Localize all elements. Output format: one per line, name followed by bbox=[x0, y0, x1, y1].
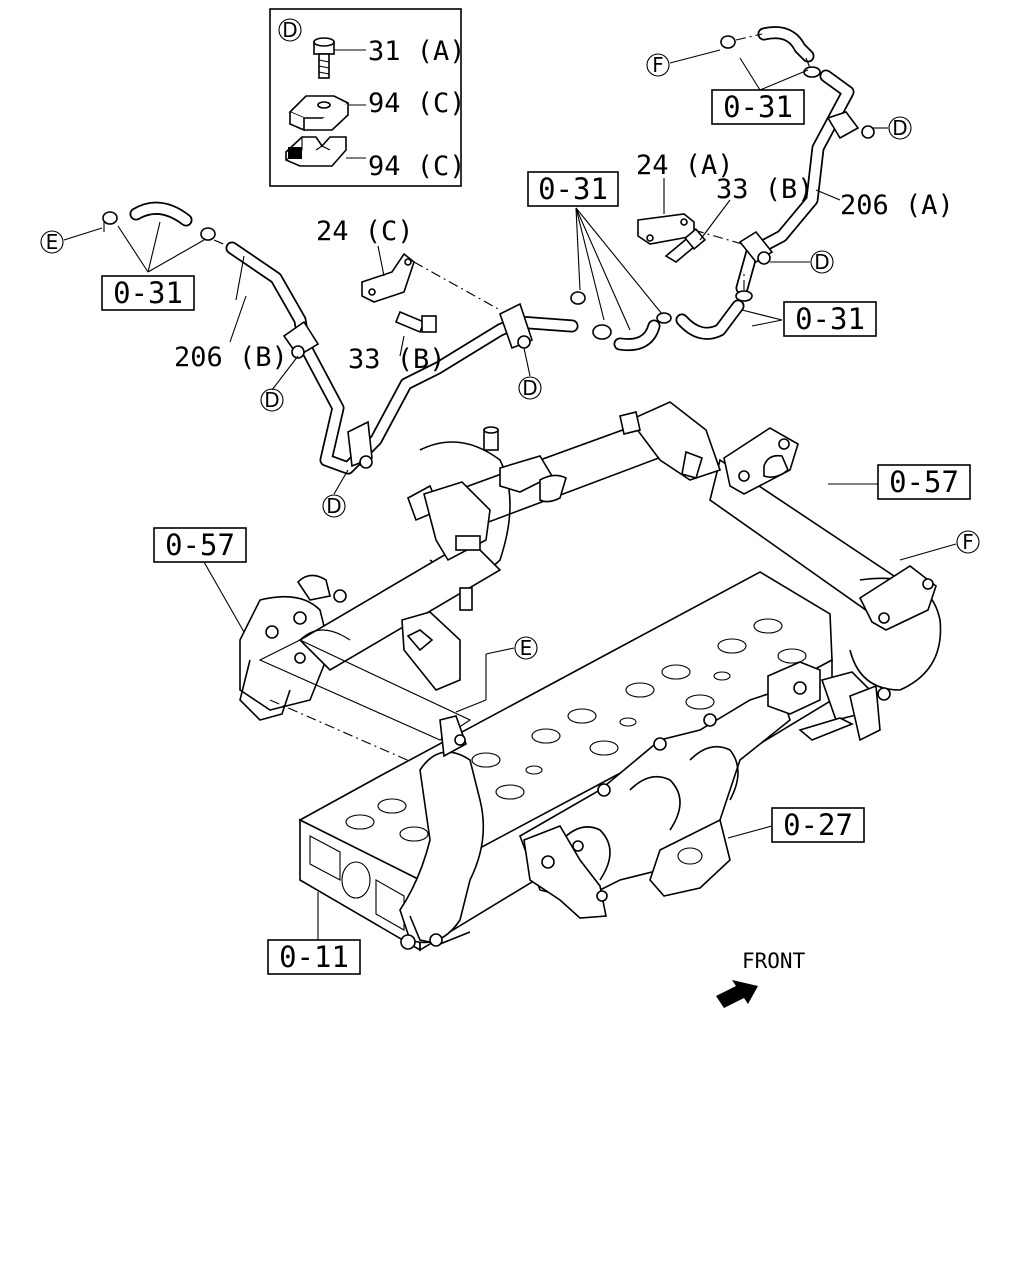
bolt-33b-right-icon bbox=[664, 228, 706, 263]
ref-0-31-right: 0-31 bbox=[795, 302, 865, 336]
inset-item-31a: 31 (A) bbox=[368, 36, 466, 67]
clamp-94c-upper-icon bbox=[288, 95, 350, 132]
egr-cooler-assembly bbox=[239, 401, 942, 771]
ref-0-57-left: 0-57 bbox=[165, 528, 235, 562]
exhaust-side-parts bbox=[767, 661, 891, 742]
detail-inset: D 31 (A) 94 (C) 94 (C) bbox=[269, 8, 466, 187]
inset-circle-label: D bbox=[282, 18, 297, 42]
intake-manifold bbox=[519, 688, 791, 919]
label-33b-right: 33 (B) bbox=[716, 174, 814, 205]
ref-0-31-center: 0-31 bbox=[538, 172, 608, 206]
ref-0-57-right: 0-57 bbox=[889, 465, 959, 499]
front-arrow-icon bbox=[716, 980, 758, 1008]
circle-e-left: E bbox=[46, 230, 59, 254]
ref-0-27: 0-27 bbox=[783, 808, 853, 842]
ref-0-11: 0-11 bbox=[279, 940, 349, 974]
circle-d-bottom: D bbox=[326, 494, 341, 518]
clamp-94c-lower-icon bbox=[285, 136, 347, 167]
inset-item-94c-upper: 94 (C) bbox=[368, 88, 466, 119]
hose-lower-right bbox=[675, 270, 753, 340]
pipe-206a bbox=[735, 69, 875, 295]
bolt-31a-icon bbox=[313, 37, 335, 79]
hose-center bbox=[570, 291, 672, 352]
circle-f-right: F bbox=[962, 530, 974, 554]
front-label: FRONT bbox=[742, 949, 806, 973]
ref-0-31-left: 0-31 bbox=[113, 276, 183, 310]
bracket-24c-icon bbox=[361, 252, 415, 303]
label-24a: 24 (A) bbox=[636, 150, 734, 181]
circle-f-top: F bbox=[652, 53, 664, 77]
circle-d-top-right: D bbox=[892, 116, 907, 140]
bolt-33b-left-icon bbox=[394, 310, 437, 334]
hose-top-right bbox=[720, 26, 821, 78]
pipe-206b bbox=[225, 241, 579, 475]
label-206a: 206 (A) bbox=[840, 190, 954, 221]
circle-d-right: D bbox=[814, 250, 829, 274]
crossover-pipe bbox=[399, 715, 485, 950]
circle-e-center: E bbox=[520, 636, 533, 660]
circle-d-center: D bbox=[522, 376, 537, 400]
inset-item-94c-lower: 94 (C) bbox=[368, 151, 466, 182]
hose-left bbox=[102, 201, 229, 247]
label-24c: 24 (C) bbox=[316, 216, 414, 247]
label-206b: 206 (B) bbox=[174, 342, 288, 373]
ref-0-31-top-right: 0-31 bbox=[723, 90, 793, 124]
circle-d-left-clamp: D bbox=[264, 388, 279, 412]
label-33b-left: 33 (B) bbox=[348, 344, 446, 375]
